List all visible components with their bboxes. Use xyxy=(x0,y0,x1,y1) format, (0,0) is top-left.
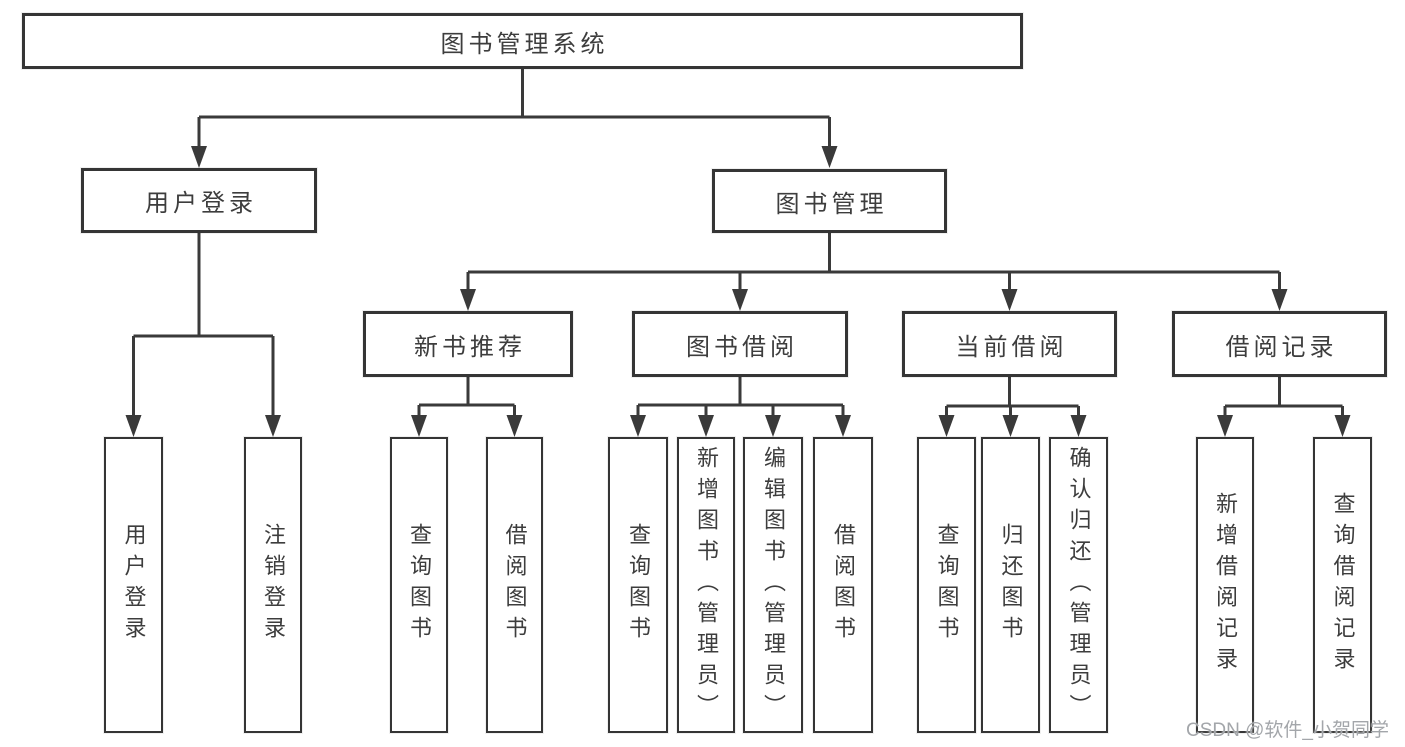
arrow-down-icon xyxy=(125,415,142,437)
node-label: 新书推荐 xyxy=(414,333,526,361)
leaf-borrowing-borrow-books: 借阅图书 xyxy=(813,437,873,733)
node-label: 查询图书 xyxy=(934,523,960,647)
arrow-down-icon xyxy=(938,415,955,437)
node-label: 编辑图书（管理员） xyxy=(761,445,786,725)
arrowhead-icons xyxy=(125,146,1351,437)
arrow-down-icon xyxy=(191,146,207,168)
arrow-down-icon xyxy=(732,289,748,311)
arrow-down-icon xyxy=(1217,415,1233,437)
leaf-records-query-record: 查询借阅记录 xyxy=(1313,437,1372,733)
watermark: CSDN @软件_小贺同学 xyxy=(1186,720,1389,741)
node-label: 查询图书 xyxy=(407,523,432,647)
leaf-recommend-query-books: 查询图书 xyxy=(390,437,448,733)
arrow-down-icon xyxy=(765,415,781,437)
leaf-current-return-books: 归还图书 xyxy=(981,437,1040,733)
arrow-down-icon xyxy=(411,415,427,437)
node-label: 借阅图书 xyxy=(502,523,528,647)
arrow-down-icon xyxy=(630,415,646,437)
node-label: 确认归还（管理员） xyxy=(1066,445,1092,725)
leaf-recommend-borrow-books: 借阅图书 xyxy=(486,437,543,733)
node-label: 图书管理系统 xyxy=(440,30,609,58)
node-label: 注销登录 xyxy=(261,523,286,647)
arrow-down-icon xyxy=(698,415,714,437)
connector-path xyxy=(132,69,1344,416)
leaf-borrowing-add-books-admin: 新增图书（管理员） xyxy=(677,437,735,733)
node-current-borrowing: 当前借阅 xyxy=(902,311,1117,377)
leaf-current-query-books: 查询图书 xyxy=(917,437,976,733)
arrow-down-icon xyxy=(1334,415,1351,437)
node-label: 图书借阅 xyxy=(686,333,798,361)
node-label: 查询图书 xyxy=(626,523,651,647)
node-label: 用户登录 xyxy=(145,190,257,217)
leaf-current-confirm-return-admin: 确认归还（管理员） xyxy=(1049,437,1108,733)
node-new-book-recommend: 新书推荐 xyxy=(363,311,573,377)
node-label: 新增图书（管理员） xyxy=(694,445,719,725)
leaf-borrowing-query-books: 查询图书 xyxy=(608,437,668,733)
node-library-system: 图书管理系统 xyxy=(22,13,1023,69)
arrow-down-icon xyxy=(1002,415,1019,437)
node-label: 查询借阅记录 xyxy=(1330,492,1356,678)
node-borrow-records: 借阅记录 xyxy=(1172,311,1387,377)
arrow-down-icon xyxy=(506,415,523,437)
node-label: 当前借阅 xyxy=(955,333,1068,361)
node-user-login: 用户登录 xyxy=(81,168,317,233)
leaf-user-login: 用户登录 xyxy=(104,437,163,733)
node-book-management: 图书管理 xyxy=(712,169,947,233)
arrow-down-icon xyxy=(265,415,281,437)
arrow-down-icon xyxy=(1070,415,1087,437)
node-label: 借阅记录 xyxy=(1225,333,1338,361)
leaf-records-add-record: 新增借阅记录 xyxy=(1196,437,1254,733)
node-label: 用户登录 xyxy=(121,523,147,647)
node-label: 新增借阅记录 xyxy=(1213,492,1238,678)
arrow-down-icon xyxy=(460,289,476,311)
arrow-down-icon xyxy=(1271,289,1288,311)
arrow-down-icon xyxy=(1001,289,1018,311)
node-book-borrowing: 图书借阅 xyxy=(632,311,848,377)
leaf-logout: 注销登录 xyxy=(244,437,302,733)
node-label: 借阅图书 xyxy=(831,523,856,647)
node-label: 图书管理 xyxy=(775,190,888,218)
arrow-down-icon xyxy=(835,415,851,437)
leaf-borrowing-edit-books-admin: 编辑图书（管理员） xyxy=(743,437,803,733)
arrow-down-icon xyxy=(821,146,838,168)
node-label: 归还图书 xyxy=(998,523,1024,647)
